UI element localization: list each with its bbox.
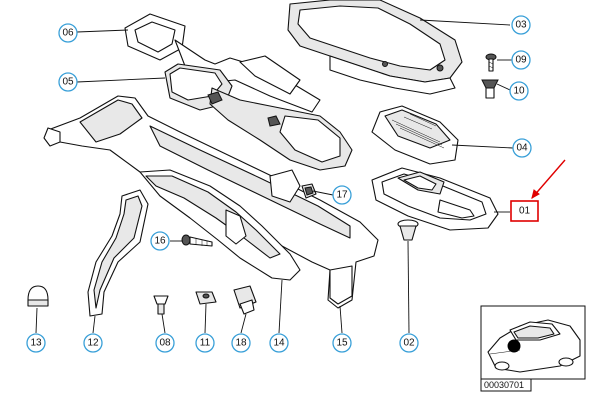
callout-09-label: 09 (515, 55, 527, 66)
part-02-clip (397, 219, 419, 241)
callout-14[interactable]: 14 (269, 333, 289, 353)
part-13-cap (27, 285, 49, 307)
inset-code-box (480, 378, 532, 392)
part-08-fastener (153, 295, 169, 315)
highlight-arrow (531, 159, 566, 200)
part-12-duct (87, 189, 149, 317)
location-marker (507, 339, 521, 353)
part-05-duct (164, 63, 353, 171)
part-03-console (287, 0, 463, 95)
callout-02[interactable]: 02 (399, 333, 419, 353)
part-16-screw (181, 234, 213, 247)
callout-08-label: 08 (159, 338, 171, 349)
callout-10-label: 10 (513, 86, 525, 97)
part-09-screw (485, 53, 497, 72)
callout-03[interactable]: 03 (511, 15, 531, 35)
callout-12-label: 12 (87, 338, 99, 349)
callout-01[interactable]: 01 (519, 206, 531, 217)
callout-13[interactable]: 13 (26, 333, 46, 353)
diagram-code: 00030701 (484, 380, 524, 390)
inset-car-thumbnail (480, 305, 586, 380)
callout-03-label: 03 (515, 20, 527, 31)
part-04-filter (371, 105, 459, 165)
callout-11[interactable]: 11 (195, 333, 215, 353)
callout-01-label: 01 (519, 206, 531, 217)
callout-08[interactable]: 08 (155, 333, 175, 353)
part-06-gasket (124, 13, 321, 113)
callout-16[interactable]: 16 (150, 231, 170, 251)
callout-18-label: 18 (235, 338, 247, 349)
callout-17[interactable]: 17 (332, 185, 352, 205)
callout-13-label: 13 (30, 338, 42, 349)
part-01-tray (371, 167, 499, 231)
part-17-clip (301, 183, 317, 199)
highlight-box-01 (510, 200, 539, 222)
callout-16-label: 16 (154, 236, 166, 247)
callout-04[interactable]: 04 (512, 138, 532, 158)
callout-02-label: 02 (403, 338, 415, 349)
callout-06-label: 06 (62, 28, 74, 39)
callout-11-label: 11 (200, 338, 211, 349)
callout-15-label: 15 (336, 338, 348, 349)
part-18-grommet (233, 285, 257, 315)
callout-14-label: 14 (273, 338, 285, 349)
part-10-clip (481, 79, 499, 99)
callout-18[interactable]: 18 (231, 333, 251, 353)
part-11-fastener (195, 291, 217, 305)
part-14-duct (139, 169, 301, 281)
callout-12[interactable]: 12 (83, 333, 103, 353)
callout-10[interactable]: 10 (509, 81, 529, 101)
callout-06[interactable]: 06 (58, 23, 78, 43)
callout-05[interactable]: 05 (58, 72, 78, 92)
callout-04-label: 04 (516, 143, 528, 154)
callout-15[interactable]: 15 (332, 333, 352, 353)
callout-09[interactable]: 09 (511, 50, 531, 70)
callout-05-label: 05 (62, 77, 74, 88)
callout-17-label: 17 (336, 190, 348, 201)
leader-lines (35, 19, 514, 334)
